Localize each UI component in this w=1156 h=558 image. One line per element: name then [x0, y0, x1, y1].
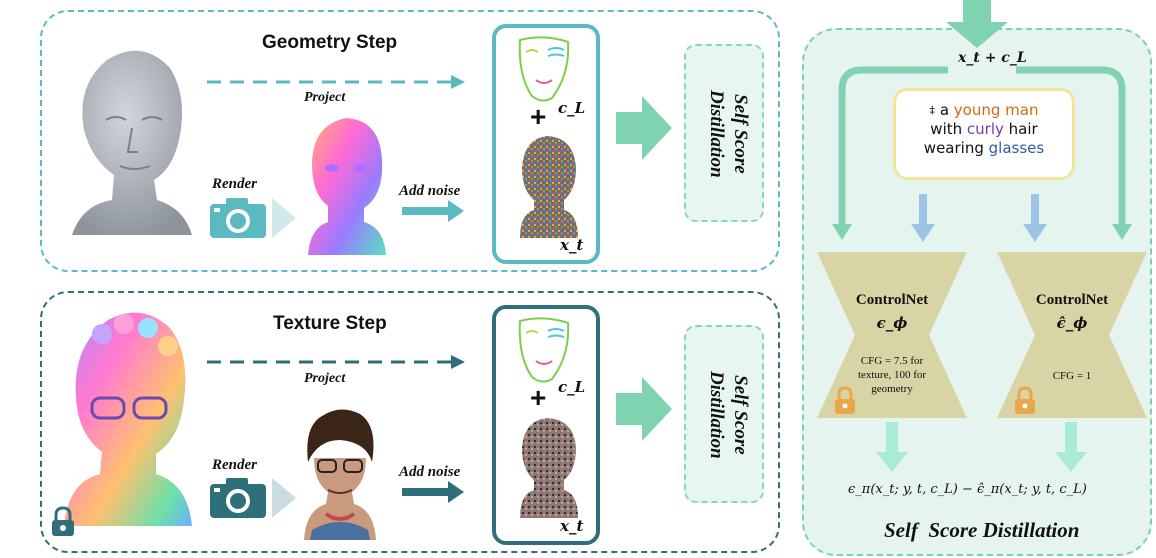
controlnet-right-symbol: ϵ̂_ϕ [1056, 314, 1088, 332]
ssd-label-geometry: Self Score Distillation [706, 90, 751, 178]
prompt-line-2: with curly hair [930, 120, 1038, 138]
noisy-portrait-icon [520, 418, 578, 518]
texture-step-panel [40, 291, 780, 553]
render-camera-icon [210, 198, 266, 238]
lock-icon-left [835, 386, 855, 414]
ssd-box-texture [684, 325, 764, 503]
prompt-curly: curly [966, 120, 1004, 138]
big-arrow-geometry [616, 96, 672, 160]
ssd-panel-title: Self Score Distillation [884, 518, 1080, 542]
geometry-step-panel [40, 10, 780, 272]
plus-sign: + [530, 101, 547, 132]
prompt-line-1: ‡ a young man [929, 101, 1039, 119]
cond-symbol-texture: c_L [558, 378, 586, 396]
project-arrow [207, 75, 465, 89]
controlnet-right-shape [997, 252, 1147, 418]
project-label: Project [304, 90, 346, 105]
texture-step-title: Texture Step [273, 313, 387, 334]
render-camera-icon-texture [210, 478, 266, 518]
prompt-box: ‡ a young man with curly hair wearing gl… [893, 88, 1075, 180]
render-triangle-arrow [272, 198, 296, 238]
render-label-texture: Render [212, 457, 257, 473]
landmark-face-icon-texture [518, 317, 570, 383]
plus-sign-texture: + [530, 382, 547, 413]
big-arrow-texture [616, 377, 672, 441]
ssd-formula: ϵ_π(x_t; y, t, c_L) − ϵ̂_π(x_t; y, t, c_… [848, 482, 1087, 497]
render-label: Render [212, 176, 257, 192]
output-arrow-left [876, 422, 908, 472]
render-triangle-arrow-texture [272, 478, 296, 518]
ssd-box-geometry [684, 44, 764, 222]
portrait-icon [304, 409, 376, 540]
prompt-line-3: wearing glasses [923, 139, 1045, 157]
landmark-face-icon [518, 36, 570, 102]
controlnet-left-symbol: ϵ_ϕ [876, 314, 908, 332]
output-arrow-right [1055, 422, 1087, 472]
geometry-input-box [492, 24, 600, 264]
ssd-label-texture: Self Score Distillation [706, 371, 751, 459]
normal-map-head-icon [64, 312, 192, 526]
head-mesh-icon [72, 50, 192, 235]
texture-input-box [492, 305, 600, 545]
noise-symbol-texture: x_t [560, 517, 584, 535]
prompt-arrow-left [911, 194, 935, 242]
project-arrow-texture [207, 355, 465, 369]
add-noise-label-texture: Add noise [399, 464, 461, 480]
lock-icon-right [1015, 386, 1035, 414]
add-noise-arrow [402, 200, 464, 222]
prompt-arrow-right [1023, 194, 1047, 242]
normal-map-icon [308, 118, 386, 255]
cond-symbol: c_L [558, 99, 586, 117]
controlnet-left-cfg: CFG = 7.5 for texture, 100 for geometry [857, 355, 927, 395]
noisy-image-icon [520, 136, 578, 238]
project-label-texture: Project [304, 371, 346, 386]
controlnet-right-title: ControlNet [1035, 292, 1109, 308]
branch-arrows [832, 66, 1132, 240]
add-noise-label: Add noise [399, 183, 461, 199]
geometry-step-title: Geometry Step [262, 32, 398, 53]
prompt-young-man: young man [953, 101, 1039, 119]
prompt-glasses: glasses [988, 139, 1045, 157]
ssd-input-label: x_t + c_L [958, 50, 1027, 66]
controlnet-left-title: ControlNet [855, 292, 929, 308]
add-noise-arrow-texture [402, 481, 464, 503]
noise-symbol: x_t [560, 236, 584, 254]
lock-icon [52, 506, 74, 536]
controlnet-right-cfg: CFG = 1 [1052, 370, 1092, 382]
ssd-input-arrow [946, 0, 1008, 48]
controlnet-left-shape [817, 252, 967, 418]
